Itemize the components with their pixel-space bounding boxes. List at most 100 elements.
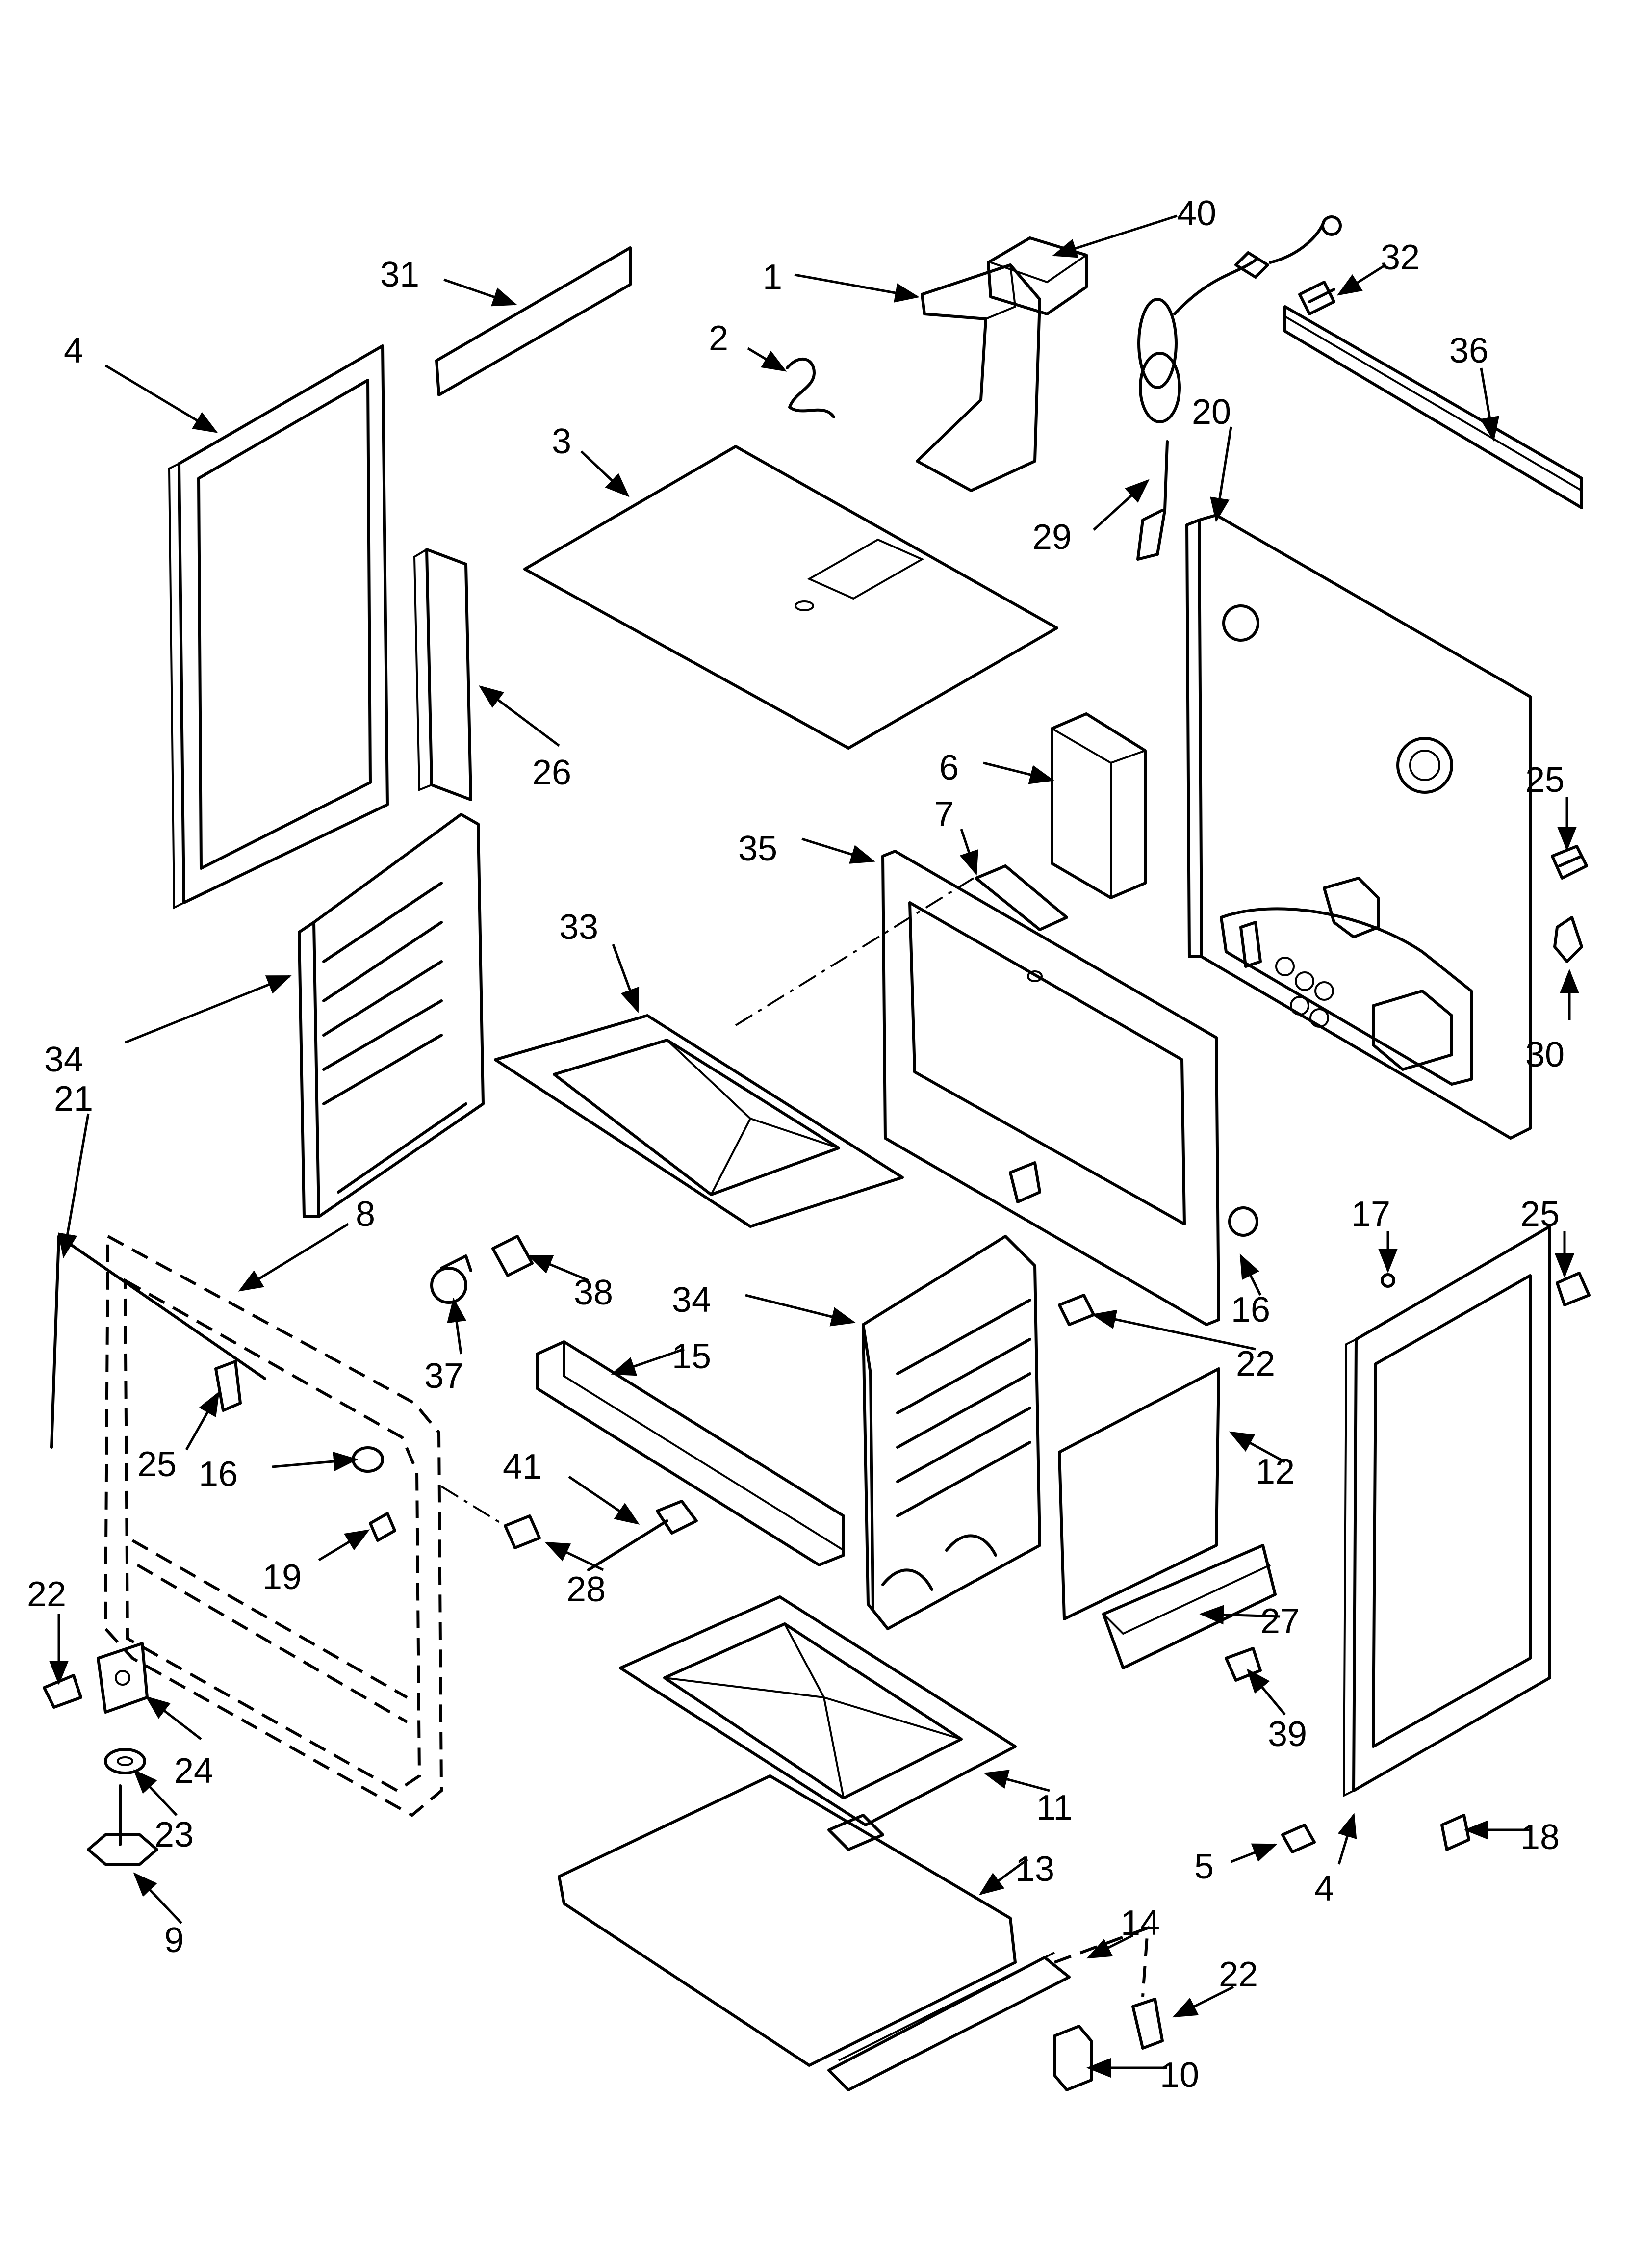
callout-2: 2 xyxy=(709,319,787,372)
part-side-panel-left xyxy=(168,344,389,910)
part-plug-19 xyxy=(369,1512,396,1542)
callout-5: 5 xyxy=(1194,1843,1278,1886)
callout-number: 33 xyxy=(559,908,598,947)
part-clip xyxy=(786,358,835,418)
callout-number: 38 xyxy=(574,1273,613,1312)
callout-leader-arrow xyxy=(983,1770,1050,1792)
part-side-panel-right xyxy=(1342,1225,1551,1798)
callout-number: 4 xyxy=(1314,1869,1334,1908)
callout-leader-arrow xyxy=(1199,1605,1281,1625)
callout-leader-arrow xyxy=(745,1294,856,1327)
callout-number: 20 xyxy=(1192,392,1231,432)
part-top-sheet xyxy=(523,445,1058,750)
callout-7: 7 xyxy=(934,795,978,876)
callout-leader-arrow xyxy=(1239,1253,1262,1296)
part-leveling-leg xyxy=(87,1784,158,1866)
callout-leader-arrow xyxy=(57,1113,90,1258)
callout-22: 22 xyxy=(1091,1309,1275,1383)
callout-leader-arrow xyxy=(1210,426,1232,522)
part-clip-5 xyxy=(1281,1824,1316,1853)
callout-leader-arrow xyxy=(612,944,640,1013)
callout-16: 16 xyxy=(1231,1253,1270,1330)
callout-22: 22 xyxy=(27,1575,69,1685)
callout-12: 12 xyxy=(1229,1431,1295,1491)
part-drip-tray xyxy=(619,1595,1017,1826)
callout-number: 31 xyxy=(380,255,419,294)
callout-number: 22 xyxy=(1236,1344,1275,1383)
part-rail-36 xyxy=(1283,305,1583,509)
callout-28: 28 xyxy=(544,1541,606,1609)
callout-3: 3 xyxy=(552,422,630,497)
callout-number: 21 xyxy=(54,1079,93,1119)
callout-35: 35 xyxy=(738,829,875,868)
callout-22: 22 xyxy=(1172,1955,1258,2018)
callout-leader-arrow xyxy=(611,1348,685,1376)
callout-leader-arrow xyxy=(318,1529,370,1562)
callout-leader-arrow xyxy=(133,1872,182,1924)
callout-number: 15 xyxy=(672,1337,711,1376)
callout-38: 38 xyxy=(527,1254,613,1312)
callout-number: 18 xyxy=(1520,1818,1560,1857)
part-strip-7 xyxy=(975,864,1068,931)
callout-leader-arrow xyxy=(1246,1668,1286,1716)
callout-number: 19 xyxy=(262,1558,302,1597)
callout-leader-arrow xyxy=(1337,1813,1357,1865)
part-screw-22-center xyxy=(1058,1294,1095,1326)
callout-leader-arrow xyxy=(978,1858,1028,1895)
callout-number: 2 xyxy=(709,319,728,358)
part-vent-duct xyxy=(916,263,1041,492)
callout-34: 34 xyxy=(44,975,292,1079)
callout-number: 7 xyxy=(934,795,954,834)
callout-18: 18 xyxy=(1464,1818,1560,1857)
callout-36: 36 xyxy=(1449,331,1500,442)
callout-27: 27 xyxy=(1199,1602,1300,1641)
part-bottom-panel xyxy=(558,1774,1017,2067)
part-rear-rail xyxy=(827,1952,1071,2091)
callout-number: 4 xyxy=(64,331,83,370)
callout-4: 4 xyxy=(1314,1813,1357,1908)
callout-leader-arrow xyxy=(1086,1934,1134,1959)
alignment-line-19-28 xyxy=(440,1486,506,1527)
part-vent-cap xyxy=(987,236,1088,315)
callout-leader-arrow xyxy=(801,837,875,864)
part-socket xyxy=(491,1235,534,1277)
callout-25: 25 xyxy=(137,1391,220,1484)
callout-number: 24 xyxy=(174,1751,213,1791)
part-foot xyxy=(1053,2025,1093,2091)
callout-1: 1 xyxy=(763,258,920,303)
part-plug-16 xyxy=(352,1446,384,1473)
callout-leader-arrow xyxy=(1336,263,1386,296)
callout-leader-arrow xyxy=(238,1223,349,1292)
callout-16: 16 xyxy=(199,1452,358,1494)
callout-number: 5 xyxy=(1194,1847,1214,1886)
callout-24: 24 xyxy=(145,1695,213,1791)
callout-23: 23 xyxy=(133,1769,194,1854)
part-screw-25-upper xyxy=(1551,845,1588,880)
callout-leader-arrow xyxy=(1052,214,1178,258)
callout-37: 37 xyxy=(424,1298,466,1396)
callout-number: 12 xyxy=(1256,1452,1295,1491)
part-front-frame xyxy=(881,850,1220,1326)
callout-leader-arrow xyxy=(959,829,978,876)
callout-number: 13 xyxy=(1015,1850,1054,1889)
callout-4: 4 xyxy=(64,331,218,433)
callout-15: 15 xyxy=(611,1337,711,1376)
callout-leader-arrow xyxy=(1091,1309,1256,1351)
callout-leader-arrow xyxy=(794,273,920,303)
part-screw-32 xyxy=(1298,281,1335,315)
callout-leader-arrow xyxy=(443,278,517,307)
callout-number: 16 xyxy=(1231,1290,1270,1330)
callout-29: 29 xyxy=(1032,479,1150,557)
callout-number: 11 xyxy=(1036,1788,1073,1827)
part-washer xyxy=(104,1748,146,1774)
callout-number: 25 xyxy=(137,1445,177,1484)
callout-number: 28 xyxy=(566,1570,606,1609)
callout-8: 8 xyxy=(238,1195,375,1292)
callout-number: 3 xyxy=(552,422,571,461)
part-plug-16-right xyxy=(1228,1206,1258,1237)
callout-number: 14 xyxy=(1121,1903,1160,1943)
callout-number: 29 xyxy=(1032,518,1072,557)
callout-leader-arrow xyxy=(1480,367,1500,442)
callout-leader-arrow xyxy=(447,1298,466,1355)
